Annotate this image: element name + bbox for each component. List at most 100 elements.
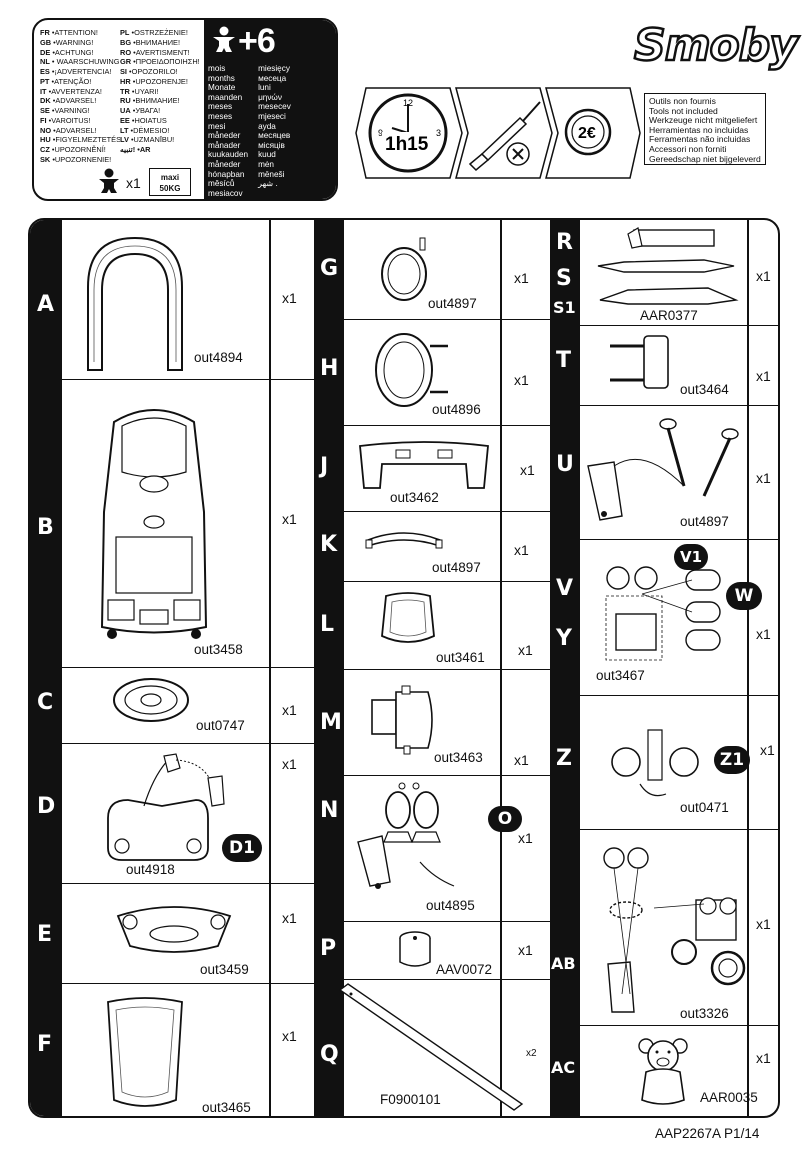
part-cell-e: E out3459 x1 (30, 884, 314, 984)
warning-tr: TR •UYARI! (120, 86, 159, 96)
part-qty: x1 (282, 511, 297, 527)
part-letter: U (556, 452, 574, 477)
part-qty: x1 (756, 368, 771, 384)
oval-ring-image (381, 237, 427, 301)
part-qty: x1 (518, 942, 533, 958)
part-qty: x1 (756, 626, 771, 642)
part-badge: Z1 (714, 746, 750, 774)
part-letter: Z (556, 746, 572, 771)
part-letter: R (556, 230, 573, 255)
warning-ar: تنبيه! •AR (120, 145, 151, 154)
part-cell-m: M out3463 x1 (314, 670, 550, 776)
warning-hu: HU •FIGYELMEZTETÉS! (40, 135, 120, 145)
warning-nl: NL • WAARSCHUWING! (40, 57, 120, 67)
svg-text:9: 9 (378, 128, 383, 138)
part-qty: x1 (514, 372, 529, 388)
part-cell-q: Q F0900101 x2 (314, 980, 550, 1116)
part-letter: J (320, 454, 329, 479)
metal-rod-image (338, 983, 524, 1111)
part-ref: out0747 (196, 718, 245, 733)
assembly-time: 1h15 (385, 134, 429, 155)
warning-fr: FR •ATTENTION! (40, 28, 98, 37)
sticker-sheet-image (605, 566, 721, 661)
part-letter: Q (320, 1042, 339, 1067)
part-cell-u: U out4897 x1 (550, 406, 778, 540)
part-ref: F0900101 (380, 1092, 441, 1107)
part-cell-f: F out3465 x1 (30, 984, 314, 1116)
warning-ua: UA •УВАГА! (120, 106, 161, 115)
warning-ro: RO •AVERTISMENT! (120, 47, 190, 57)
part-qty: x1 (282, 910, 297, 926)
front-bumper-image (359, 441, 489, 489)
part-qty: x1 (518, 642, 533, 658)
part-ref: out4897 (680, 514, 729, 529)
part-qty: x1 (756, 1050, 771, 1066)
warning-bg: BG •ВНИМАНИЕ! (120, 37, 181, 47)
part-badge-2: V1 (674, 544, 708, 570)
part-letter: F (37, 1032, 53, 1057)
part-qty: x1 (514, 270, 529, 286)
warning-lt: LT •DĖMESIO! (120, 125, 170, 135)
part-cell-g: G out4897 x1 (314, 220, 550, 320)
warning-sk: SK •UPOZORNENIE! (40, 154, 112, 164)
part-letter: AB (551, 954, 576, 973)
part-letter: D (37, 794, 56, 819)
headlights-sticker-image (357, 782, 455, 889)
part-ref: out3462 (390, 490, 439, 505)
band-col2 (314, 220, 344, 1116)
child-person-icon (99, 168, 119, 193)
part-ref: out3467 (596, 668, 645, 683)
part-qty: x1 (520, 462, 535, 478)
seat-image (107, 997, 183, 1107)
part-ref: out4897 (428, 296, 477, 311)
part-ref: out3465 (202, 1100, 251, 1115)
panel-cover-image (381, 592, 435, 643)
tools-banner: 12 3 9 1h15 2€ (355, 87, 641, 179)
warning-box: FR •ATTENTION!PL •OSTRZEŻENIE! GB •WARNI… (32, 18, 338, 201)
part-ref: AAV0072 (436, 962, 493, 977)
part-letter: L (320, 612, 335, 637)
headlight-frame-image (375, 333, 448, 407)
part-letter: G (320, 256, 339, 281)
part-qty: x1 (760, 742, 775, 758)
part-badge: O (488, 806, 522, 832)
part-cell-v: V Y V1 W out3467 x1 (550, 540, 778, 696)
warning-dk: DK •ADVARSEL! (40, 96, 97, 106)
straps-image (597, 227, 739, 305)
part-cell-ac: AC AAR0035 x1 (550, 1026, 778, 1116)
part-letter: B (37, 515, 54, 540)
warning-it: IT •AVVERTENZA! (40, 86, 102, 96)
part-ref: out4896 (432, 402, 481, 417)
part-ref: out3458 (194, 642, 243, 657)
part-ref: out3461 (436, 650, 485, 665)
part-ref: out4894 (194, 350, 243, 365)
part-letter: M (320, 710, 342, 735)
steering-wheel-image (113, 678, 189, 722)
part-ref: out0471 (680, 800, 729, 815)
max-weight: 50KG (159, 184, 181, 193)
max-label: maxi (160, 173, 180, 182)
part-ref: out4897 (432, 560, 481, 575)
band-col3 (550, 220, 580, 1116)
warning-gb: GB •WARNING! (40, 37, 94, 47)
part-letter: AC (551, 1058, 576, 1077)
part-cell-c: C out0747 x1 (30, 668, 314, 744)
warning-no: NO •ADVARSEL! (40, 125, 97, 135)
part-ref: out3459 (200, 962, 249, 977)
part-letter: A (37, 292, 55, 317)
handle-bar-image (365, 532, 443, 549)
part-qty: x1 (514, 752, 529, 768)
part-letter-2: Y (556, 626, 572, 651)
part-cell-t: T out3464 x1 (550, 326, 778, 406)
max-quantity: x1 (126, 175, 141, 191)
part-badge: D1 (222, 834, 262, 862)
part-qty: x1 (282, 756, 297, 772)
screwdriver-icon (468, 101, 541, 172)
part-qty: x1 (514, 542, 529, 558)
part-ref: out3464 (680, 382, 729, 397)
svg-text:12: 12 (403, 98, 413, 108)
part-cell-h: H out4896 x1 (314, 320, 550, 426)
